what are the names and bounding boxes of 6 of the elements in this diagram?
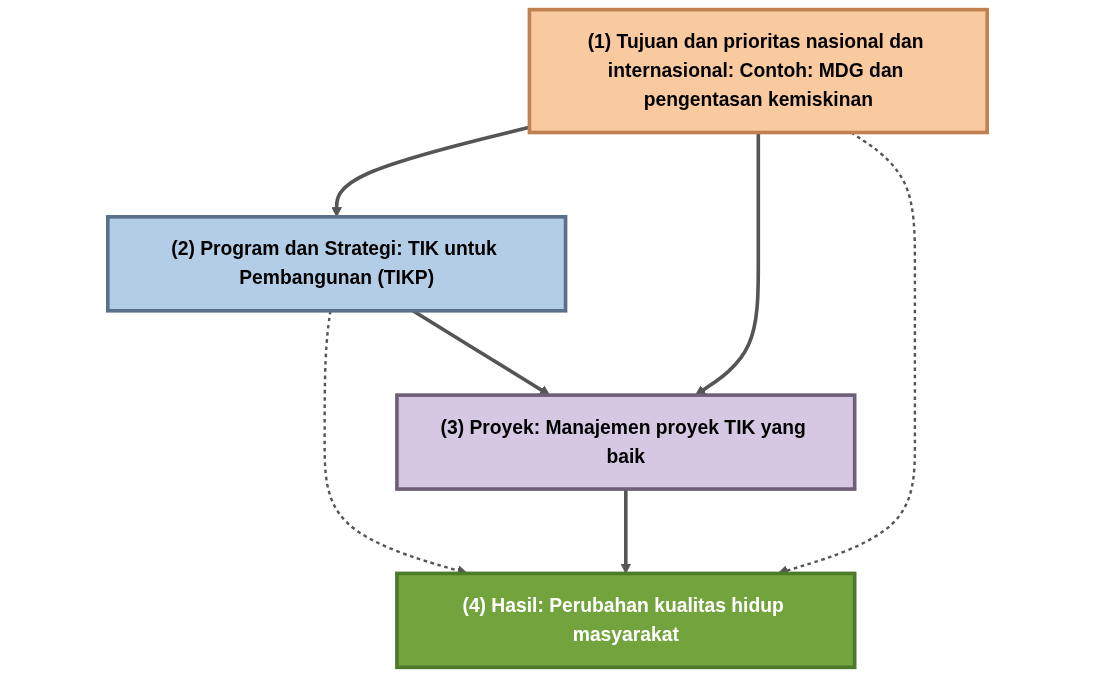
node-box: (1) Tujuan dan prioritas nasional dan internasional: Contoh: MDG dan pengentasan kemiskinan — [527, 7, 989, 135]
node-box: (2) Program dan Strategi: TIK untuk Pembangunan (TIKP) — [106, 215, 568, 313]
node-box: (3) Proyek: Manajemen proyek TIK yang baik — [395, 393, 857, 491]
arrow — [695, 132, 761, 396]
node-box: (4) Hasil: Perubahan kualitas hidup masyarakat — [395, 571, 857, 670]
arrow — [620, 489, 632, 574]
